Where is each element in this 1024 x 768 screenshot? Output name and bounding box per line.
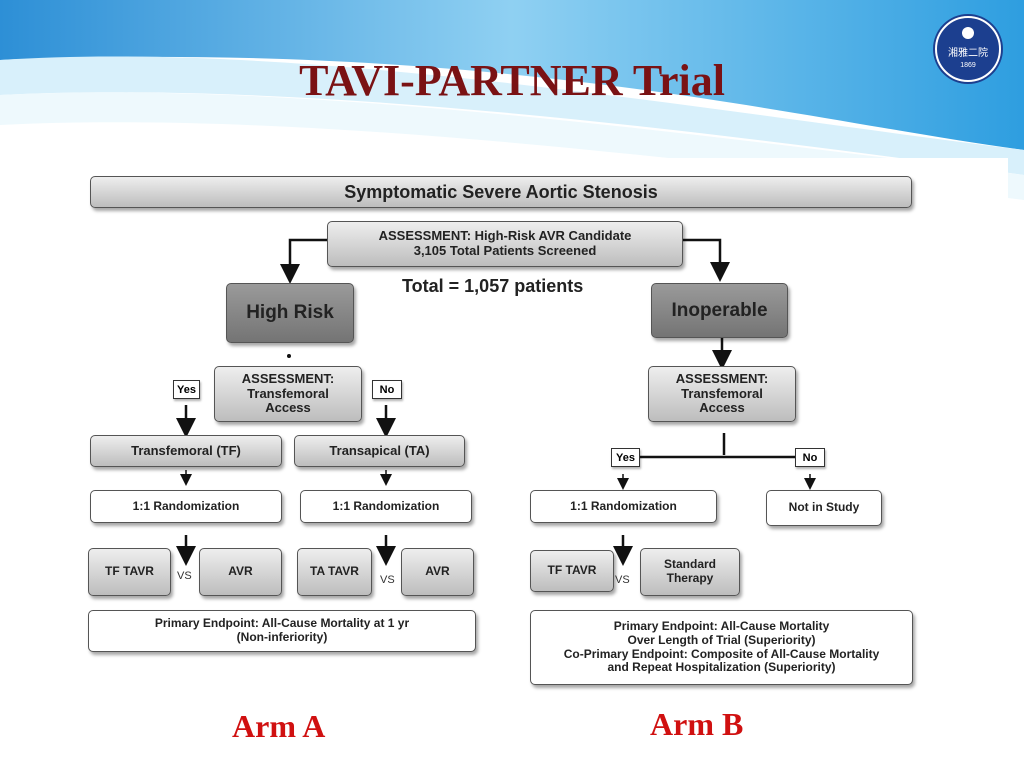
box-high-risk-avr-assessment: ASSESSMENT: High-Risk AVR Candidate 3,10… [327,221,683,267]
box-avr-ta: AVR [401,548,474,596]
logo-emblem-icon [962,27,974,39]
vs-label-tf: VS [177,570,192,582]
box-transapical-ta: Transapical (TA) [294,435,465,467]
box-standard-therapy: Standard Therapy [640,548,740,596]
endpoint-b-line-2: Over Length of Trial (Superiority) [627,632,816,647]
tag-yes-left: Yes [173,380,200,399]
tag-no-left: No [372,380,402,399]
assessment-line-2: 3,105 Total Patients Screened [413,243,597,258]
endpoint-b-line-3: Co-Primary Endpoint: Composite of All-Ca… [563,646,880,661]
box-ta-tavr: TA TAVR [297,548,372,596]
logo-year: 1869 [960,62,976,69]
total-patients: Total = 1,057 patients [402,276,584,296]
box-transfemoral-tf: Transfemoral (TF) [90,435,282,467]
box-inoperable: Inoperable [651,283,788,338]
box-tf-tavr: TF TAVR [88,548,171,596]
box-randomization-tf: 1:1 Randomization [90,490,282,523]
endpoint-b-line-1: Primary Endpoint: All-Cause Mortality [613,618,830,633]
box-primary-endpoint-arm-b: Primary Endpoint: All-Cause Mortality Ov… [530,610,913,685]
assessment-line-1: ASSESSMENT: High-Risk AVR Candidate [378,228,632,244]
arm-b-label: Arm B [650,706,744,742]
tag-yes-right: Yes [611,448,640,467]
logo-text: 湘雅二院 [948,48,988,59]
box-symptomatic-severe-aortic-stenosis: Symptomatic Severe Aortic Stenosis [90,176,912,208]
slide-title: TAVI-PARTNER Trial [299,56,725,105]
hospital-logo: 湘雅二院 1869 [935,16,1001,82]
vs-label-inoperable: VS [615,574,630,586]
box-high-risk: High Risk [226,283,354,343]
box-randomization-ta: 1:1 Randomization [300,490,472,523]
box-tf-tavr-inoperable: TF TAVR [530,550,614,592]
endpoint-b-line-4: and Repeat Hospitalization (Superiority) [607,660,836,675]
box-transfemoral-assessment-left: ASSESSMENT: Transfemoral Access [214,366,362,422]
arm-a-label: Arm A [232,708,326,744]
box-transfemoral-assessment-right: ASSESSMENT: Transfemoral Access [648,366,796,422]
box-avr-tf: AVR [199,548,282,596]
endpoint-a-line-1: Primary Endpoint: All-Cause Mortality at… [154,616,410,631]
endpoint-a-line-2: (Non-inferiority) [236,630,328,644]
box-primary-endpoint-arm-a: Primary Endpoint: All-Cause Mortality at… [88,610,476,652]
tag-no-right: No [795,448,825,467]
box-randomization-inoperable: 1:1 Randomization [530,490,717,523]
vs-label-ta: VS [380,574,395,586]
box-not-in-study: Not in Study [766,490,882,526]
